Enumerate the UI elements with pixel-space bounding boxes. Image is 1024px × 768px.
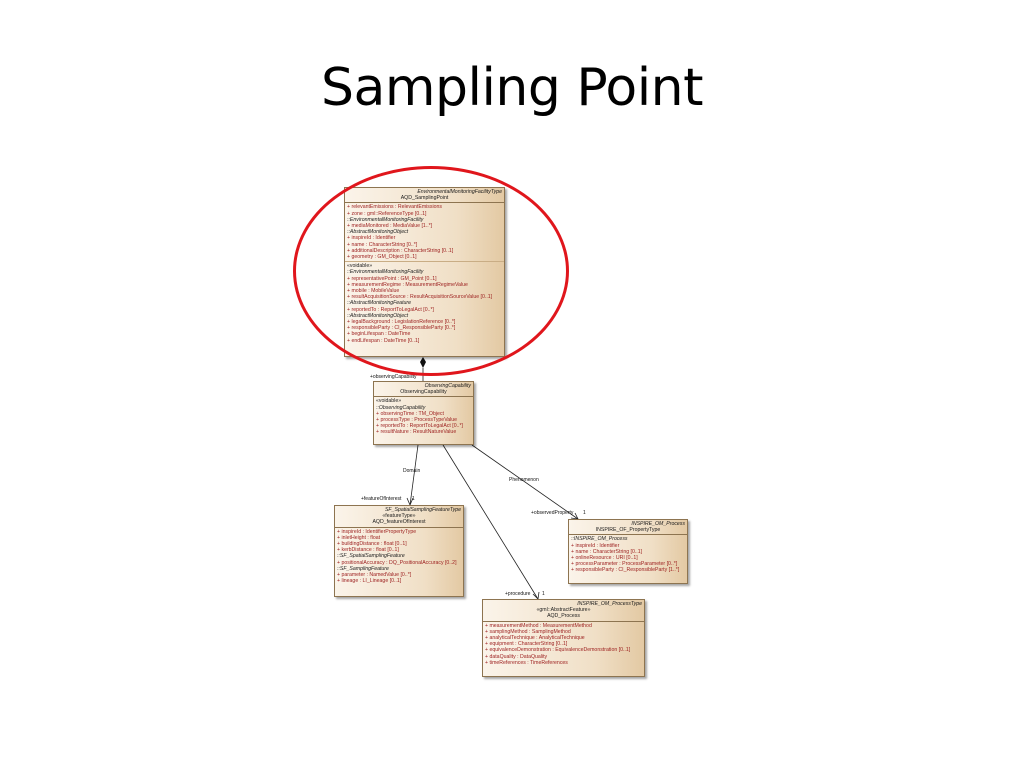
inherited-from-label: ::AbstractMonitoringFeature: [347, 300, 412, 307]
class-attribute: + responsibleParty : CI_ResponsibleParty…: [347, 325, 456, 332]
feature-of-interest-role-label: +featureOfInterest: [361, 496, 402, 502]
class-attribute: + parameter : NamedValue [0..*]: [337, 572, 412, 579]
class-attribute: + measurementMethod : MeasurementMethod: [485, 622, 592, 629]
class-attribute: + name : CharacterString [0..*]: [347, 241, 418, 248]
class-attribute: + inspireId : Identifier: [347, 235, 396, 242]
class-attribute: + samplingMethod : SamplingMethod: [485, 628, 571, 635]
observed-property-multiplicity: 1: [583, 510, 586, 516]
phenomenon-label: Phenomenon: [509, 477, 539, 483]
inherited-from-label: ::ObservingCapability: [376, 404, 426, 411]
domain-line: [409, 444, 419, 506]
class-name: AQD_featureOfInterest: [372, 519, 426, 526]
class-attribute: + endLifespan : DateTime [0..1]: [347, 337, 420, 344]
class-attribute: + responsibleParty : CI_ResponsibleParty…: [571, 567, 680, 574]
stereotype-text: «voidable»: [347, 263, 373, 270]
class-attribute: + processParameter : ProcessParameter [0…: [571, 561, 678, 568]
class-aqd-process[interactable]: INSPIRE_OM_ProcessType «gml::AbstractFea…: [482, 599, 645, 677]
class-attribute: + legalBackground : LegislationReference…: [347, 319, 456, 326]
stereotype-label: INSPIRE_OM_ProcessType: [577, 601, 642, 607]
inherited-from-label: ::AbstractMonitoringObject: [347, 312, 409, 319]
class-name: AQD_SamplingPoint: [400, 195, 449, 202]
class-attribute: + reportedTo : ReportToLegalAct [0..*]: [376, 423, 463, 430]
class-attribute: + additionalDescription : CharacterStrin…: [347, 247, 454, 254]
class-attribute: + equipment : CharacterString [0..1]: [485, 641, 568, 648]
inherited-from-label: ::AbstractMonitoringObject: [347, 229, 409, 236]
class-attribute: + equivalenceDemonstration : Equivalence…: [485, 647, 631, 654]
class-observingcapability[interactable]: ObservingCapability ObservingCapability …: [373, 381, 474, 445]
class-attribute: + measurementRegime : MeasurementRegimeV…: [347, 281, 468, 288]
class-attribute: + kerbDistance : float [0..1]: [337, 547, 399, 554]
procedure-line: [442, 444, 539, 600]
inherited-from-label: ::INSPIRE_OM_Process: [571, 536, 628, 543]
class-attribute: + reportedTo : ReportToLegalAct [0..*]: [347, 306, 434, 313]
stereotype-label: SF_SpatialSamplingFeatureType: [384, 507, 461, 513]
class-attribute: + beginLifespan : DateTime: [347, 331, 411, 338]
stereotype-featuretype: «featureType»: [382, 513, 416, 520]
attribute-list: + measurementMethod : MeasurementMethod+…: [483, 622, 644, 667]
procedure-role-label: +procedure: [505, 591, 531, 597]
class-aqd-samplingpoint[interactable]: EnvironmentalMonitoringFacilityType AQD_…: [344, 187, 505, 357]
phenomenon-line: [471, 444, 579, 520]
class-attribute: + timeReferences : TimeReferences: [485, 659, 568, 666]
class-attribute: + mediaMonitored : MediaValue [1..*]: [347, 223, 433, 230]
slide-title: Sampling Point: [320, 58, 704, 118]
class-attribute: + observingTime : TM_Object: [376, 410, 444, 417]
class-attribute: + name : CharacterString [0..1]: [571, 548, 643, 555]
feature-of-interest-multiplicity: 1: [412, 496, 415, 502]
stereotype-text: «voidable»: [376, 398, 402, 405]
inherited-from-label: ::EnvironmentalMonitoringFacility: [347, 216, 424, 223]
class-name: INSPIRE_OF_PropertyType: [595, 527, 661, 534]
class-aqd-featureofinterest[interactable]: SF_SpatialSamplingFeatureType «featureTy…: [334, 505, 464, 597]
class-attribute: + geometry : GM_Object [0..1]: [347, 254, 417, 261]
attribute-list: + inspireId : IdentifierPropertyType+ in…: [335, 528, 463, 586]
class-attribute: + inspireId : IdentifierPropertyType: [337, 528, 417, 535]
attribute-list: + relevantEmissions : RelevantEmissions+…: [345, 203, 504, 344]
class-attribute: + analyticalTechnique : AnalyticalTechni…: [485, 635, 585, 642]
procedure-multiplicity: 1: [542, 591, 545, 597]
observed-property-role-label: +observedProperty: [531, 510, 574, 516]
inherited-from-label: ::SF_SpatialSamplingFeature: [337, 553, 405, 560]
inherited-from-label: ::EnvironmentalMonitoringFacility: [347, 269, 424, 276]
class-name: ObservingCapability: [400, 389, 447, 396]
class-attribute: + inspireId : Identifier: [571, 542, 620, 549]
class-attribute: + mobile : MobileValue: [347, 288, 400, 295]
class-attribute: + positionalAccuracy : DQ_PositionalAccu…: [337, 559, 457, 566]
class-attribute: + onlineResource : URI [0..1]: [571, 555, 638, 562]
composition-diamond: [420, 357, 426, 368]
class-attribute: + buildingDistance : float [0..1]: [337, 541, 407, 548]
class-attribute: + lineage : LI_Lineage [0..1]: [337, 578, 402, 585]
compartment-separator: [345, 261, 504, 263]
class-attribute: + resultAcquisitionSource : ResultAcquis…: [347, 294, 493, 301]
class-name: AQD_Process: [547, 613, 580, 620]
class-attribute: + representativePoint : GM_Point [0..1]: [347, 275, 437, 282]
class-attribute: + dataQuality : DataQuality: [485, 653, 548, 660]
inherited-from-label: ::SF_SamplingFeature: [337, 565, 389, 572]
stereotype-abstractfeature: «gml::AbstractFeature»: [536, 607, 591, 614]
class-attribute: + relevantEmissions : RelevantEmissions: [347, 204, 442, 211]
domain-label: Domain: [403, 468, 421, 474]
class-attribute: + processType : ProcessTypeValue: [376, 417, 458, 424]
attribute-list: «voidable»::ObservingCapability+ observi…: [374, 397, 473, 436]
stereotype-label: ObservingCapability: [424, 383, 471, 389]
stereotype-label: EnvironmentalMonitoringFacilityType: [417, 189, 502, 195]
class-attribute: + zone : gml::ReferenceType [0..1]: [347, 210, 427, 217]
class-attribute: + resultNature : ResultNatureValue: [376, 429, 457, 436]
class-attribute: + inletHeight : float: [337, 534, 381, 541]
observing-capability-role-label: +observingCapability: [370, 374, 417, 380]
stereotype-label: INSPIRE_OM_Process: [631, 521, 685, 527]
attribute-list: ::INSPIRE_OM_Process+ inspireId : Identi…: [569, 535, 687, 574]
class-inspire-of-propertytype[interactable]: INSPIRE_OM_Process INSPIRE_OF_PropertyTy…: [568, 519, 688, 584]
